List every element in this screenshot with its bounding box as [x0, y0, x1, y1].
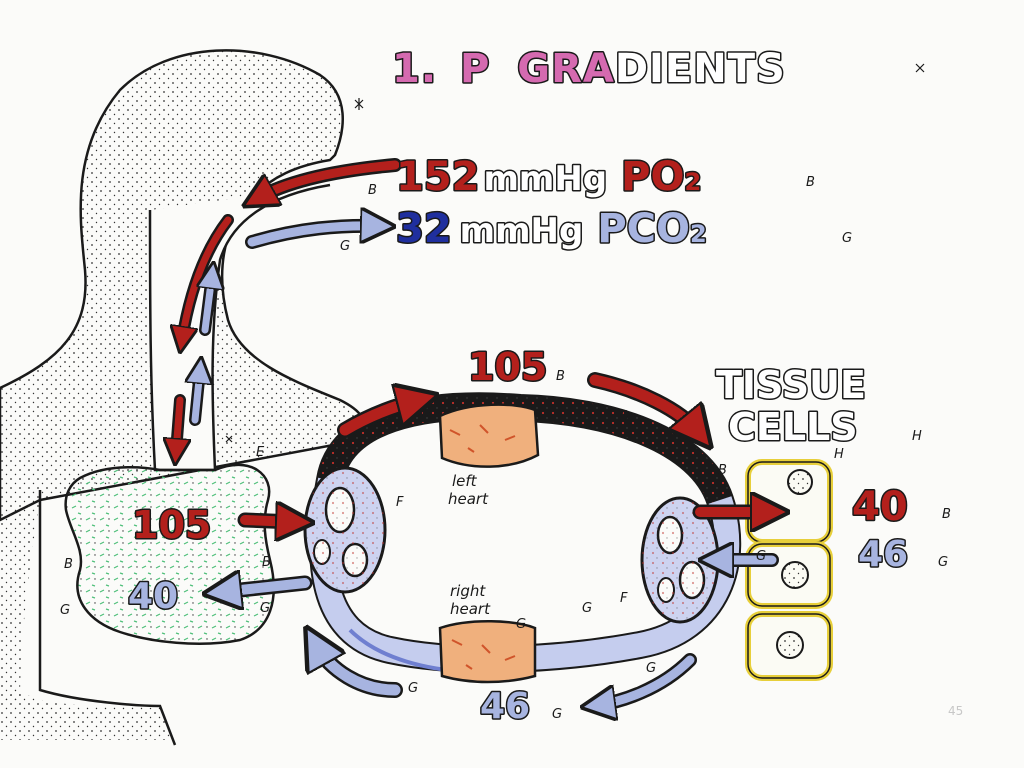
atm-pco2-sub: 2 — [690, 220, 707, 248]
sparkles — [225, 63, 925, 443]
atm-po2-label: PO — [621, 154, 684, 200]
atm-pco2-label: PCO — [597, 206, 690, 252]
alveolar-letter-b: B — [64, 557, 73, 572]
letter-f: F — [620, 591, 628, 606]
letter-b: B — [620, 409, 629, 424]
left-heart — [438, 403, 540, 468]
arterial-value: 105 — [468, 345, 547, 389]
letter-g: G — [582, 601, 592, 616]
atm-pco2-value: 32 — [396, 206, 452, 252]
alveolar-letter-g: G — [60, 603, 70, 618]
title: 1. P GRADIENTS — [392, 46, 786, 92]
page-number: 45 — [948, 704, 964, 718]
atm-po2-letter: B — [806, 175, 815, 190]
venous-letter: G — [552, 707, 562, 722]
tissue-po2-letter: B — [942, 507, 951, 522]
atm-po2-unit: mmHg — [484, 159, 608, 199]
venous-value: 46 — [480, 686, 530, 727]
atm-pco2-unit: mmHg — [460, 211, 584, 251]
letter-g: G — [516, 617, 526, 632]
title-gra: GRA — [517, 46, 615, 92]
alveolar-letter-e: E — [256, 445, 265, 460]
letter-b: B — [368, 183, 377, 198]
tissue-po2-value: 40 — [852, 484, 908, 530]
tissue-pco2-letter: G — [938, 555, 948, 570]
title-p: P — [460, 46, 490, 92]
atm-pco2-letter: G — [842, 231, 852, 246]
letter-g: G — [260, 601, 270, 616]
pulmonary-capillaries — [303, 466, 387, 594]
letter-g: G — [756, 549, 766, 564]
tissue-cells — [745, 459, 833, 681]
nucleus — [776, 631, 804, 659]
right-heart-label: right heart — [450, 582, 491, 618]
tissue-pco2-value: 46 — [858, 534, 908, 575]
tissue-label-line1: TISSUE — [716, 363, 866, 407]
letter-b: B — [422, 405, 431, 420]
alveolar-po2-value: 105 — [132, 503, 211, 547]
alveolar-pco2-value: 40 — [128, 576, 178, 617]
flow-arrows — [176, 158, 772, 705]
structure-letters: B G B B F B G B H G F G G G G — [260, 183, 844, 696]
arterial-letter: B — [556, 369, 565, 384]
letter-g: G — [408, 681, 418, 696]
right-heart — [438, 620, 537, 684]
title-number: 1. — [392, 46, 437, 92]
atm-po2-sub: 2 — [684, 168, 701, 196]
letter-g: G — [646, 661, 656, 676]
tissue-letter-h: H — [912, 429, 922, 444]
title-dients: DIENTS — [615, 46, 786, 92]
letter-b: B — [262, 555, 271, 570]
nucleus — [787, 469, 813, 495]
tissue-label-line2: CELLS — [728, 405, 858, 449]
atm-po2-value: 152 — [396, 154, 480, 200]
nucleus — [781, 561, 809, 589]
letter-g: G — [340, 239, 350, 254]
letter-b: B — [718, 463, 727, 478]
tissue-capillaries — [640, 496, 720, 624]
letter-h: H — [834, 447, 844, 462]
left-heart-label: left heart — [448, 472, 489, 508]
letter-f: F — [396, 495, 404, 510]
tissue-label: TISSUE CELLS — [716, 363, 879, 449]
